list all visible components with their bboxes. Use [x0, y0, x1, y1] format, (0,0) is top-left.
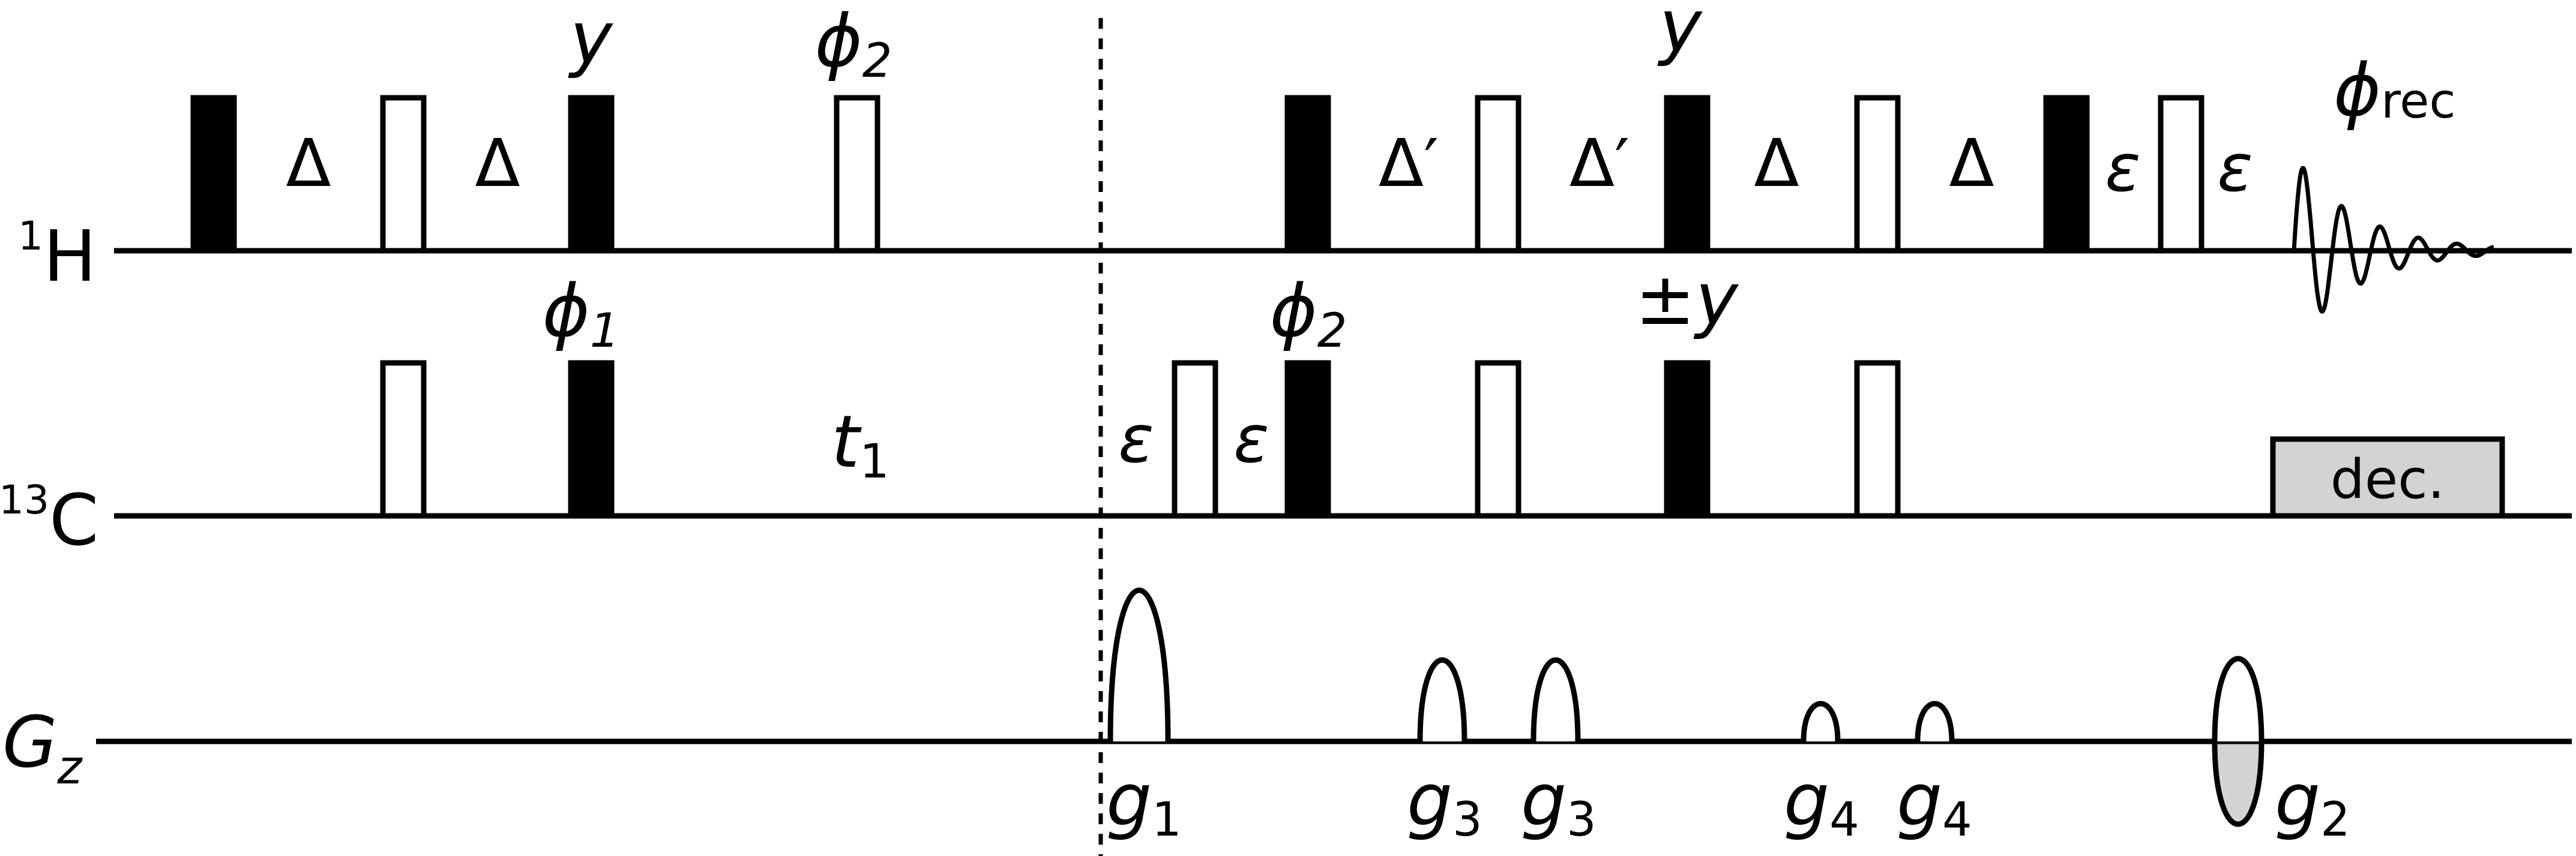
gradient-g4-1 — [1801, 701, 1841, 742]
label-phi-rec: ϕrec — [2334, 49, 2456, 133]
label-delta-4: Δ — [1949, 125, 1994, 202]
label-epsilon-c-2: ε — [1233, 401, 1269, 477]
gradient-g4-2 — [1915, 701, 1955, 742]
label-g3-2: g3 — [1521, 759, 1596, 847]
gradient-g2-lower — [2212, 738, 2265, 827]
label-epsilon-h-2: ε — [2217, 130, 2252, 206]
label-phi2-c: ϕ2 — [1270, 270, 1347, 358]
label-g3-1: g3 — [1407, 759, 1482, 847]
h-180-pulse-1 — [380, 95, 427, 254]
label-phi2-h: ϕ2 — [815, 0, 892, 88]
label-pm-y: ±y — [1635, 258, 1739, 341]
h-180-pulse-phi2 — [834, 95, 880, 254]
h-180-pulse-4 — [2158, 95, 2204, 254]
h-180-pulse-2 — [1475, 95, 1521, 254]
label-g4-1: g4 — [1784, 759, 1859, 847]
decoupling-box — [2270, 436, 2505, 519]
label-epsilon-c-1: ε — [1118, 401, 1154, 477]
label-epsilon-h-1: ε — [2105, 130, 2140, 206]
label-delta-prime-1: Δ′ — [1379, 125, 1439, 202]
label-phi1: ϕ1 — [543, 270, 620, 358]
label-decoupling: dec. — [2331, 448, 2445, 511]
label-y-1: y — [568, 0, 613, 80]
c-180-pulse-2 — [1172, 360, 1218, 519]
gz-channel-label: Gz — [2, 701, 83, 795]
h-180-pulse-3 — [1854, 95, 1901, 254]
c-180-pulse-1 — [380, 360, 427, 519]
c-90-pulse-phi1 — [568, 360, 615, 519]
label-g2: g2 — [2275, 759, 2350, 847]
h-90-pulse-2 — [1284, 95, 1331, 254]
c-180-pulse-4 — [1854, 360, 1901, 519]
c-90-pulse-phi2 — [1284, 360, 1331, 519]
c-180-pulse-3 — [1475, 360, 1521, 519]
gradient-g2-upper — [2212, 656, 2265, 742]
gradient-g1 — [1107, 587, 1171, 742]
label-g4-2: g4 — [1897, 759, 1972, 847]
fid-signal — [2292, 166, 2494, 314]
label-t1: t1 — [831, 401, 889, 489]
h-channel-label: 1H — [18, 213, 97, 298]
label-delta-1: Δ — [286, 125, 331, 202]
label-delta-prime-2: Δ′ — [1569, 125, 1630, 202]
gradient-g3-2 — [1530, 657, 1581, 742]
label-g1: g1 — [1106, 759, 1182, 847]
c-channel-label: 13C — [0, 477, 98, 561]
h-90-pulse-y-2 — [1664, 95, 1711, 254]
h-90-pulse-y-1 — [568, 95, 615, 254]
label-y-2: y — [1657, 0, 1703, 68]
gradient-g3-1 — [1417, 657, 1467, 742]
h-90-pulse-3 — [2043, 95, 2090, 254]
label-delta-2: Δ — [475, 125, 520, 202]
label-delta-3: Δ — [1754, 125, 1799, 202]
h-90-pulse-1 — [190, 95, 237, 254]
c-90-pulse-pm-y — [1664, 360, 1711, 519]
